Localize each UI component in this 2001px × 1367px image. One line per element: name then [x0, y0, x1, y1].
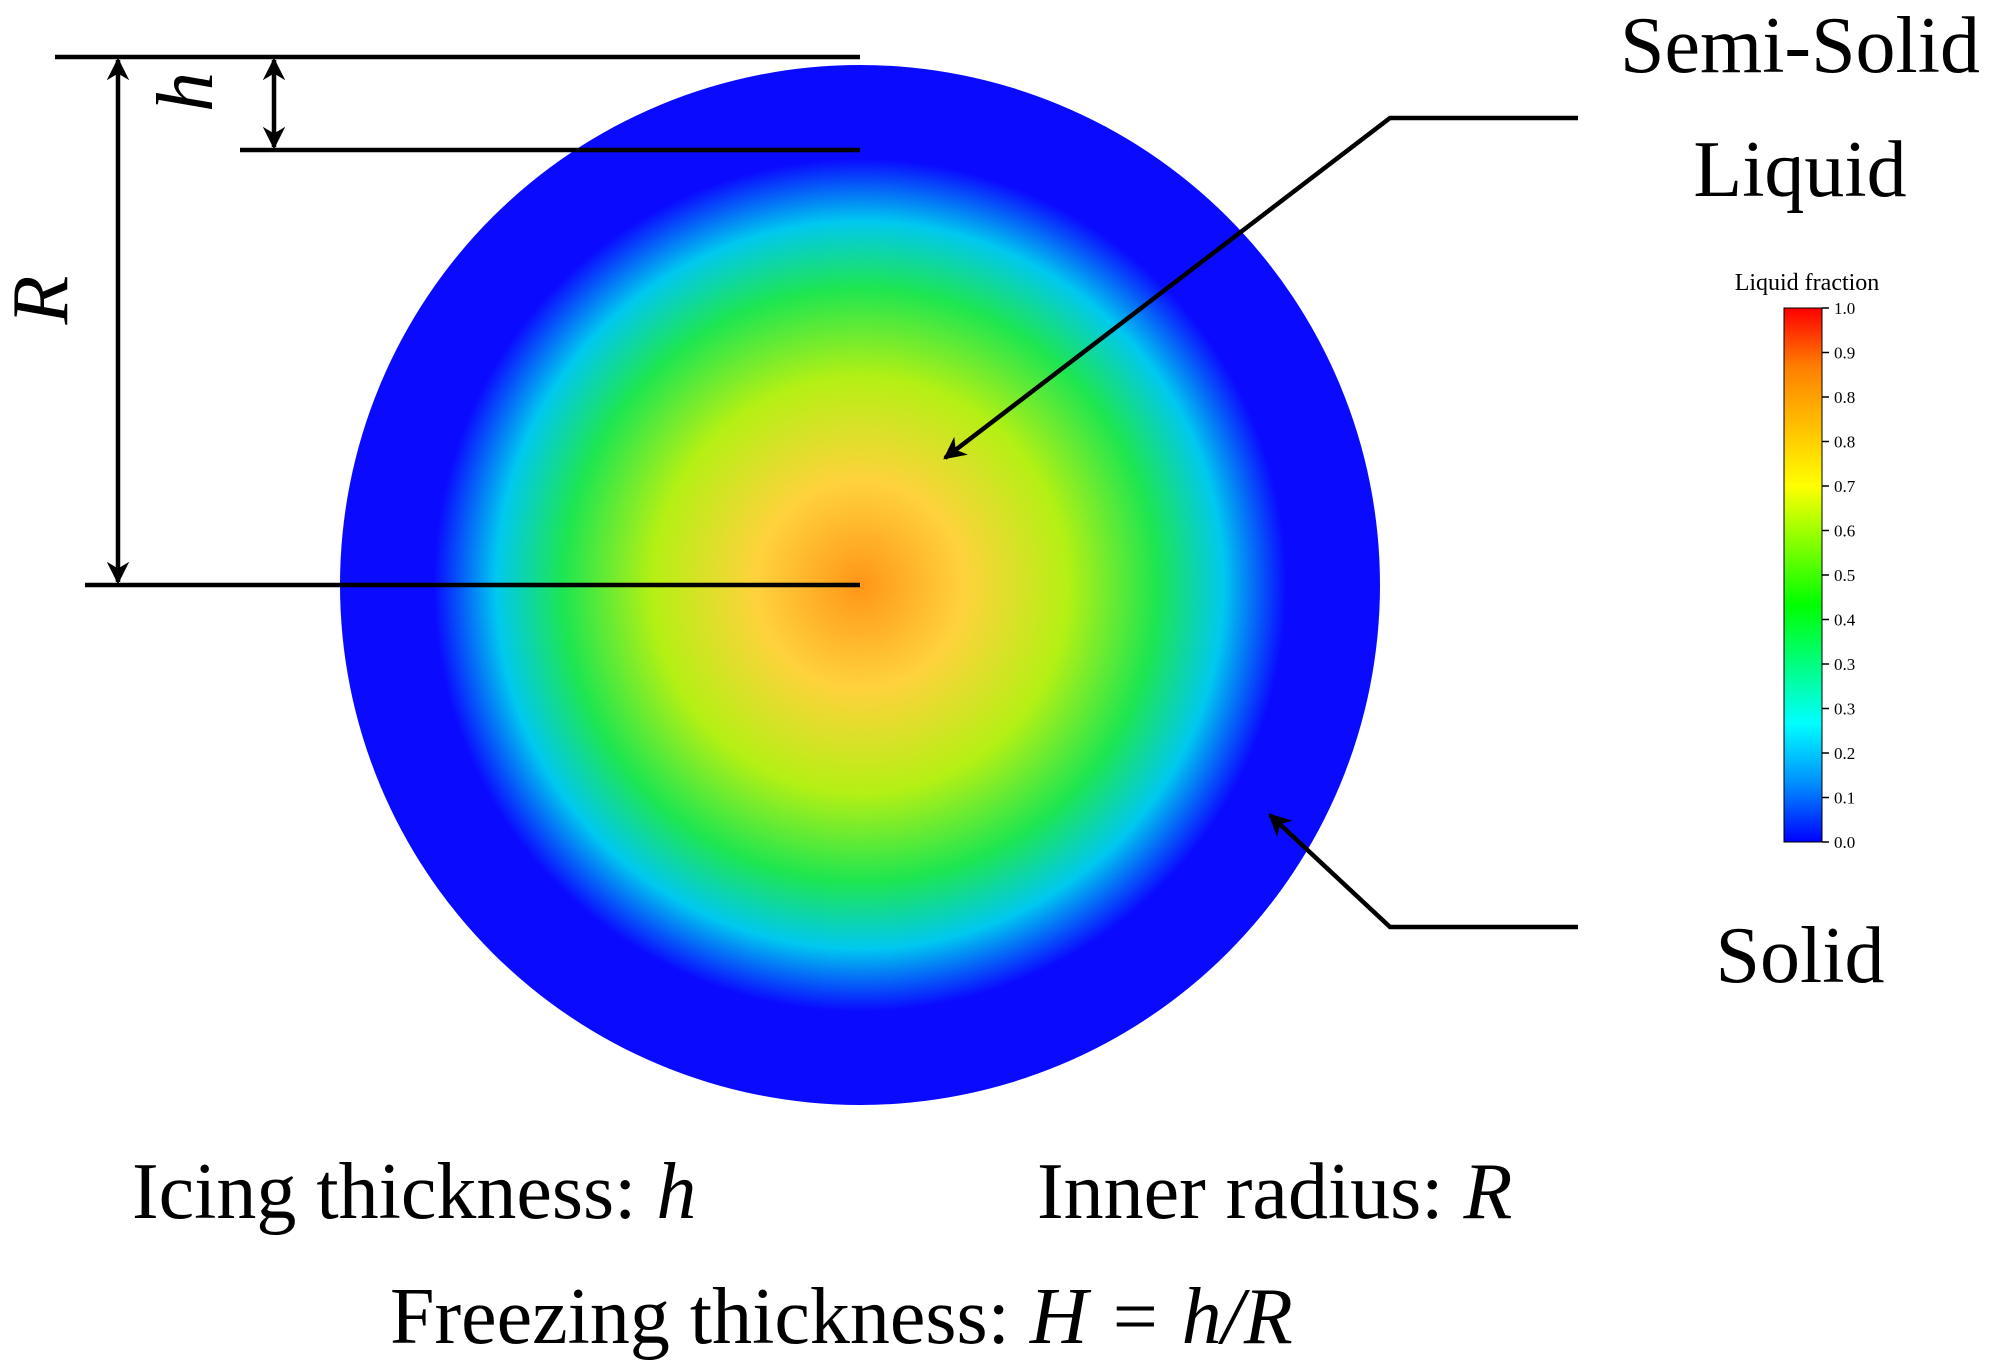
icing-thickness-variable: h — [656, 1148, 696, 1236]
colorbar-tick-label: 0.8 — [1834, 388, 1855, 407]
colorbar-tick-label: 0.7 — [1834, 477, 1856, 496]
colorbar-title: Liquid fraction — [1735, 270, 1880, 296]
colorbar-tick-label: 0.5 — [1834, 566, 1855, 585]
freezing-thickness-formula: H = h/R — [1029, 1273, 1293, 1361]
solid-leader-line — [1268, 813, 1578, 930]
colorbar-tick-label: 0.8 — [1834, 433, 1855, 452]
icing-thickness-prefix: Icing thickness: — [132, 1148, 656, 1236]
liquid-label: Liquid — [1693, 126, 1906, 214]
inner-radius-variable: R — [1463, 1148, 1513, 1236]
solid-label: Solid — [1716, 912, 1885, 1000]
colorbar-tick-label: 1.0 — [1834, 299, 1855, 318]
h-dimension-symbol: h — [142, 72, 230, 112]
icing-thickness-caption: Icing thickness: h — [132, 1148, 696, 1236]
inner-radius-caption: Inner radius: R — [1037, 1148, 1512, 1236]
colorbar-tick-label: 0.4 — [1834, 611, 1856, 630]
colorbar-tick-label: 0.3 — [1834, 655, 1855, 674]
freezing-thickness-caption: Freezing thickness: H = h/R — [390, 1273, 1293, 1361]
colorbar-tick-label: 0.0 — [1834, 833, 1855, 852]
colorbar-tick-label: 0.3 — [1834, 700, 1855, 719]
colorbar-tick-label: 0.6 — [1834, 522, 1855, 541]
colorbar-ticks: 1.0 0.9 0.8 0.8 0.7 0.6 0.5 0.4 0.3 0.3 0.2 0.1 0.0 — [1822, 299, 1856, 852]
freezing-thickness-prefix: Freezing thickness: — [390, 1273, 1030, 1361]
colorbar-tick-label: 0.2 — [1834, 744, 1855, 763]
colorbar-tick-label: 0.9 — [1834, 344, 1855, 363]
inner-radius-prefix: Inner radius: — [1037, 1148, 1464, 1236]
R-dimension-symbol: R — [0, 276, 85, 326]
liquid-leader-line — [943, 115, 1578, 460]
colorbar-tick-label: 0.1 — [1834, 789, 1855, 808]
colorbar — [1783, 307, 1823, 843]
semi-solid-label: Semi-Solid — [1620, 2, 1980, 90]
